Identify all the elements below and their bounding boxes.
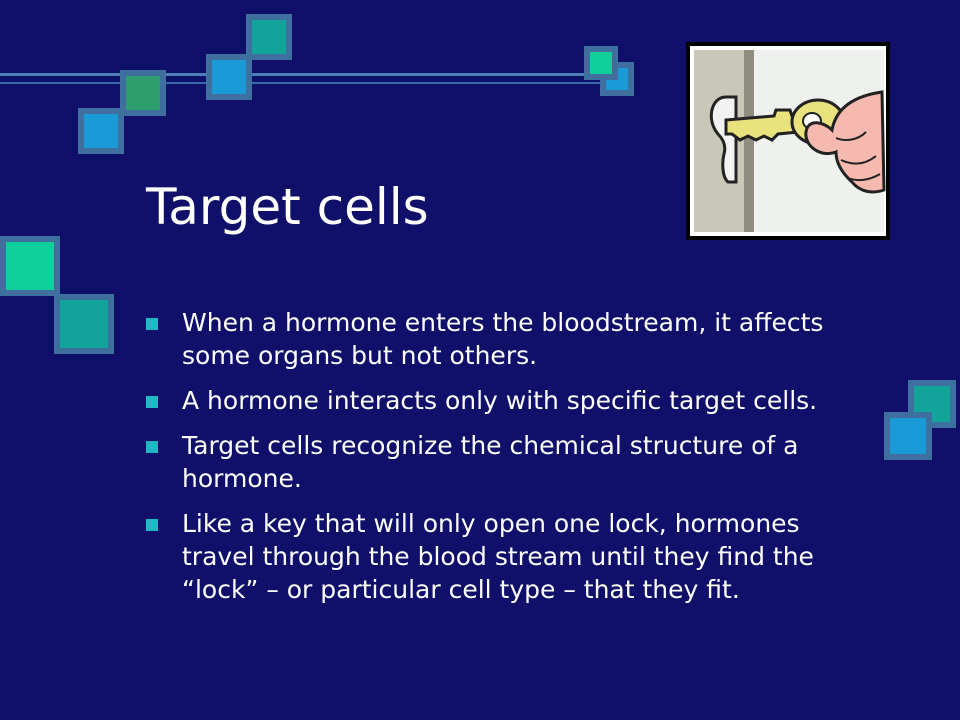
bullet-marker [146,318,158,330]
decorative-line [0,82,605,84]
decorative-square [584,46,618,80]
bullet-item: A hormone interacts only with specific t… [146,384,846,417]
decorative-line [0,73,605,76]
bullet-text: Target cells recognize the chemical stru… [182,431,799,493]
bullet-text: Like a key that will only open one lock,… [182,509,814,604]
decorative-square [884,412,932,460]
decorative-square [120,70,166,116]
bullet-marker [146,441,158,453]
slide-title: Target cells [146,178,429,236]
decorative-square [54,294,114,354]
bullet-item: Target cells recognize the chemical stru… [146,429,846,495]
bullet-list: When a hormone enters the bloodstream, i… [146,306,846,618]
decorative-square [78,108,124,154]
bullet-item: When a hormone enters the bloodstream, i… [146,306,846,372]
bullet-marker [146,519,158,531]
decorative-square [206,54,252,100]
bullet-text: When a hormone enters the bloodstream, i… [182,308,824,370]
bullet-text: A hormone interacts only with specific t… [182,386,818,415]
key-in-lock-icon [686,42,890,240]
decorative-square [246,14,292,60]
bullet-item: Like a key that will only open one lock,… [146,507,846,606]
decorative-square [0,236,60,296]
bullet-marker [146,396,158,408]
